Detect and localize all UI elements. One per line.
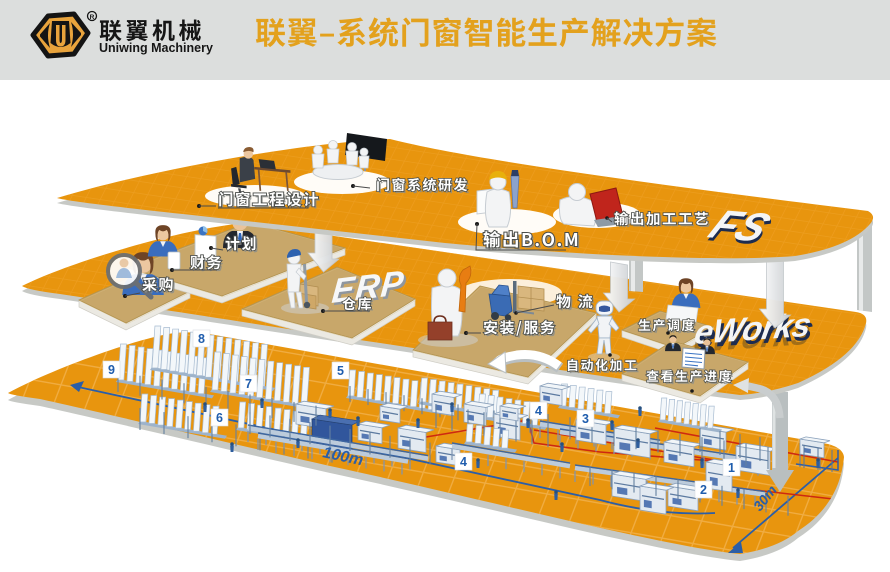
svg-text:4: 4 (535, 404, 542, 418)
svg-text:8: 8 (198, 332, 205, 346)
svg-text:6: 6 (216, 411, 223, 425)
svg-text:9: 9 (108, 363, 115, 377)
svg-text:2: 2 (700, 483, 707, 497)
svg-text:Uniwing Machinery: Uniwing Machinery (99, 41, 213, 55)
svg-text:1: 1 (728, 461, 735, 475)
svg-text:5: 5 (337, 364, 344, 378)
svg-text:7: 7 (245, 377, 252, 391)
svg-text:3: 3 (582, 412, 589, 426)
svg-text:4: 4 (460, 455, 467, 469)
svg-text:R: R (90, 14, 95, 21)
